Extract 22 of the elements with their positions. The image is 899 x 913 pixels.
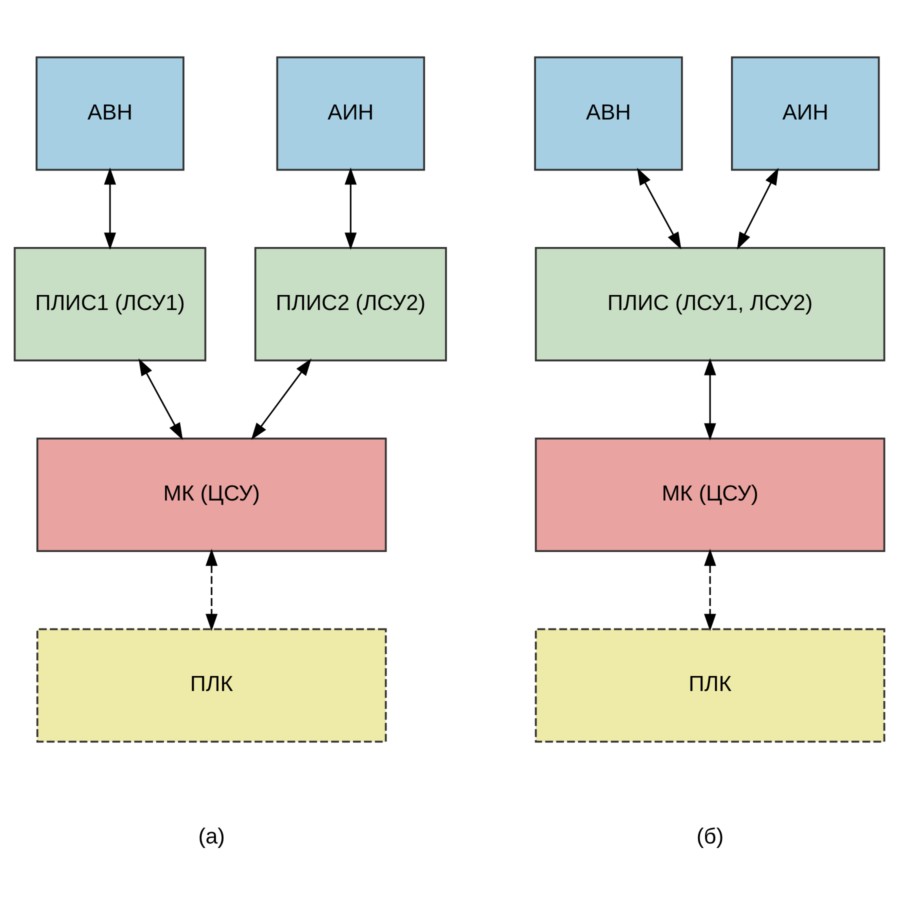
node-box: МК (ЦСУ) [534, 438, 886, 552]
label: (а) [198, 824, 225, 849]
node-box: ПЛИС2 (ЛСУ2) [254, 246, 447, 362]
arrow [251, 358, 312, 440]
arrow [737, 168, 779, 250]
arrow [344, 167, 357, 250]
arrow [704, 358, 716, 440]
arrow [704, 548, 716, 632]
arrow [206, 548, 218, 632]
node-box: АВН [36, 56, 184, 171]
node-box: ПЛИС1 (ЛСУ1) [14, 246, 206, 362]
node-box: МК (ЦСУ) [36, 438, 387, 552]
node-box: АВН [534, 56, 683, 171]
arrow [138, 358, 183, 440]
node-box: ПЛИС (ЛСУ1, ЛСУ2) [534, 246, 886, 362]
arrow [637, 168, 682, 250]
node-box: ПЛК [534, 628, 886, 743]
node-box: АИН [276, 56, 426, 171]
node-box: ПЛК [36, 628, 387, 743]
node-box: АИН [731, 56, 880, 171]
arrow [104, 167, 116, 250]
label: (б) [696, 824, 724, 849]
